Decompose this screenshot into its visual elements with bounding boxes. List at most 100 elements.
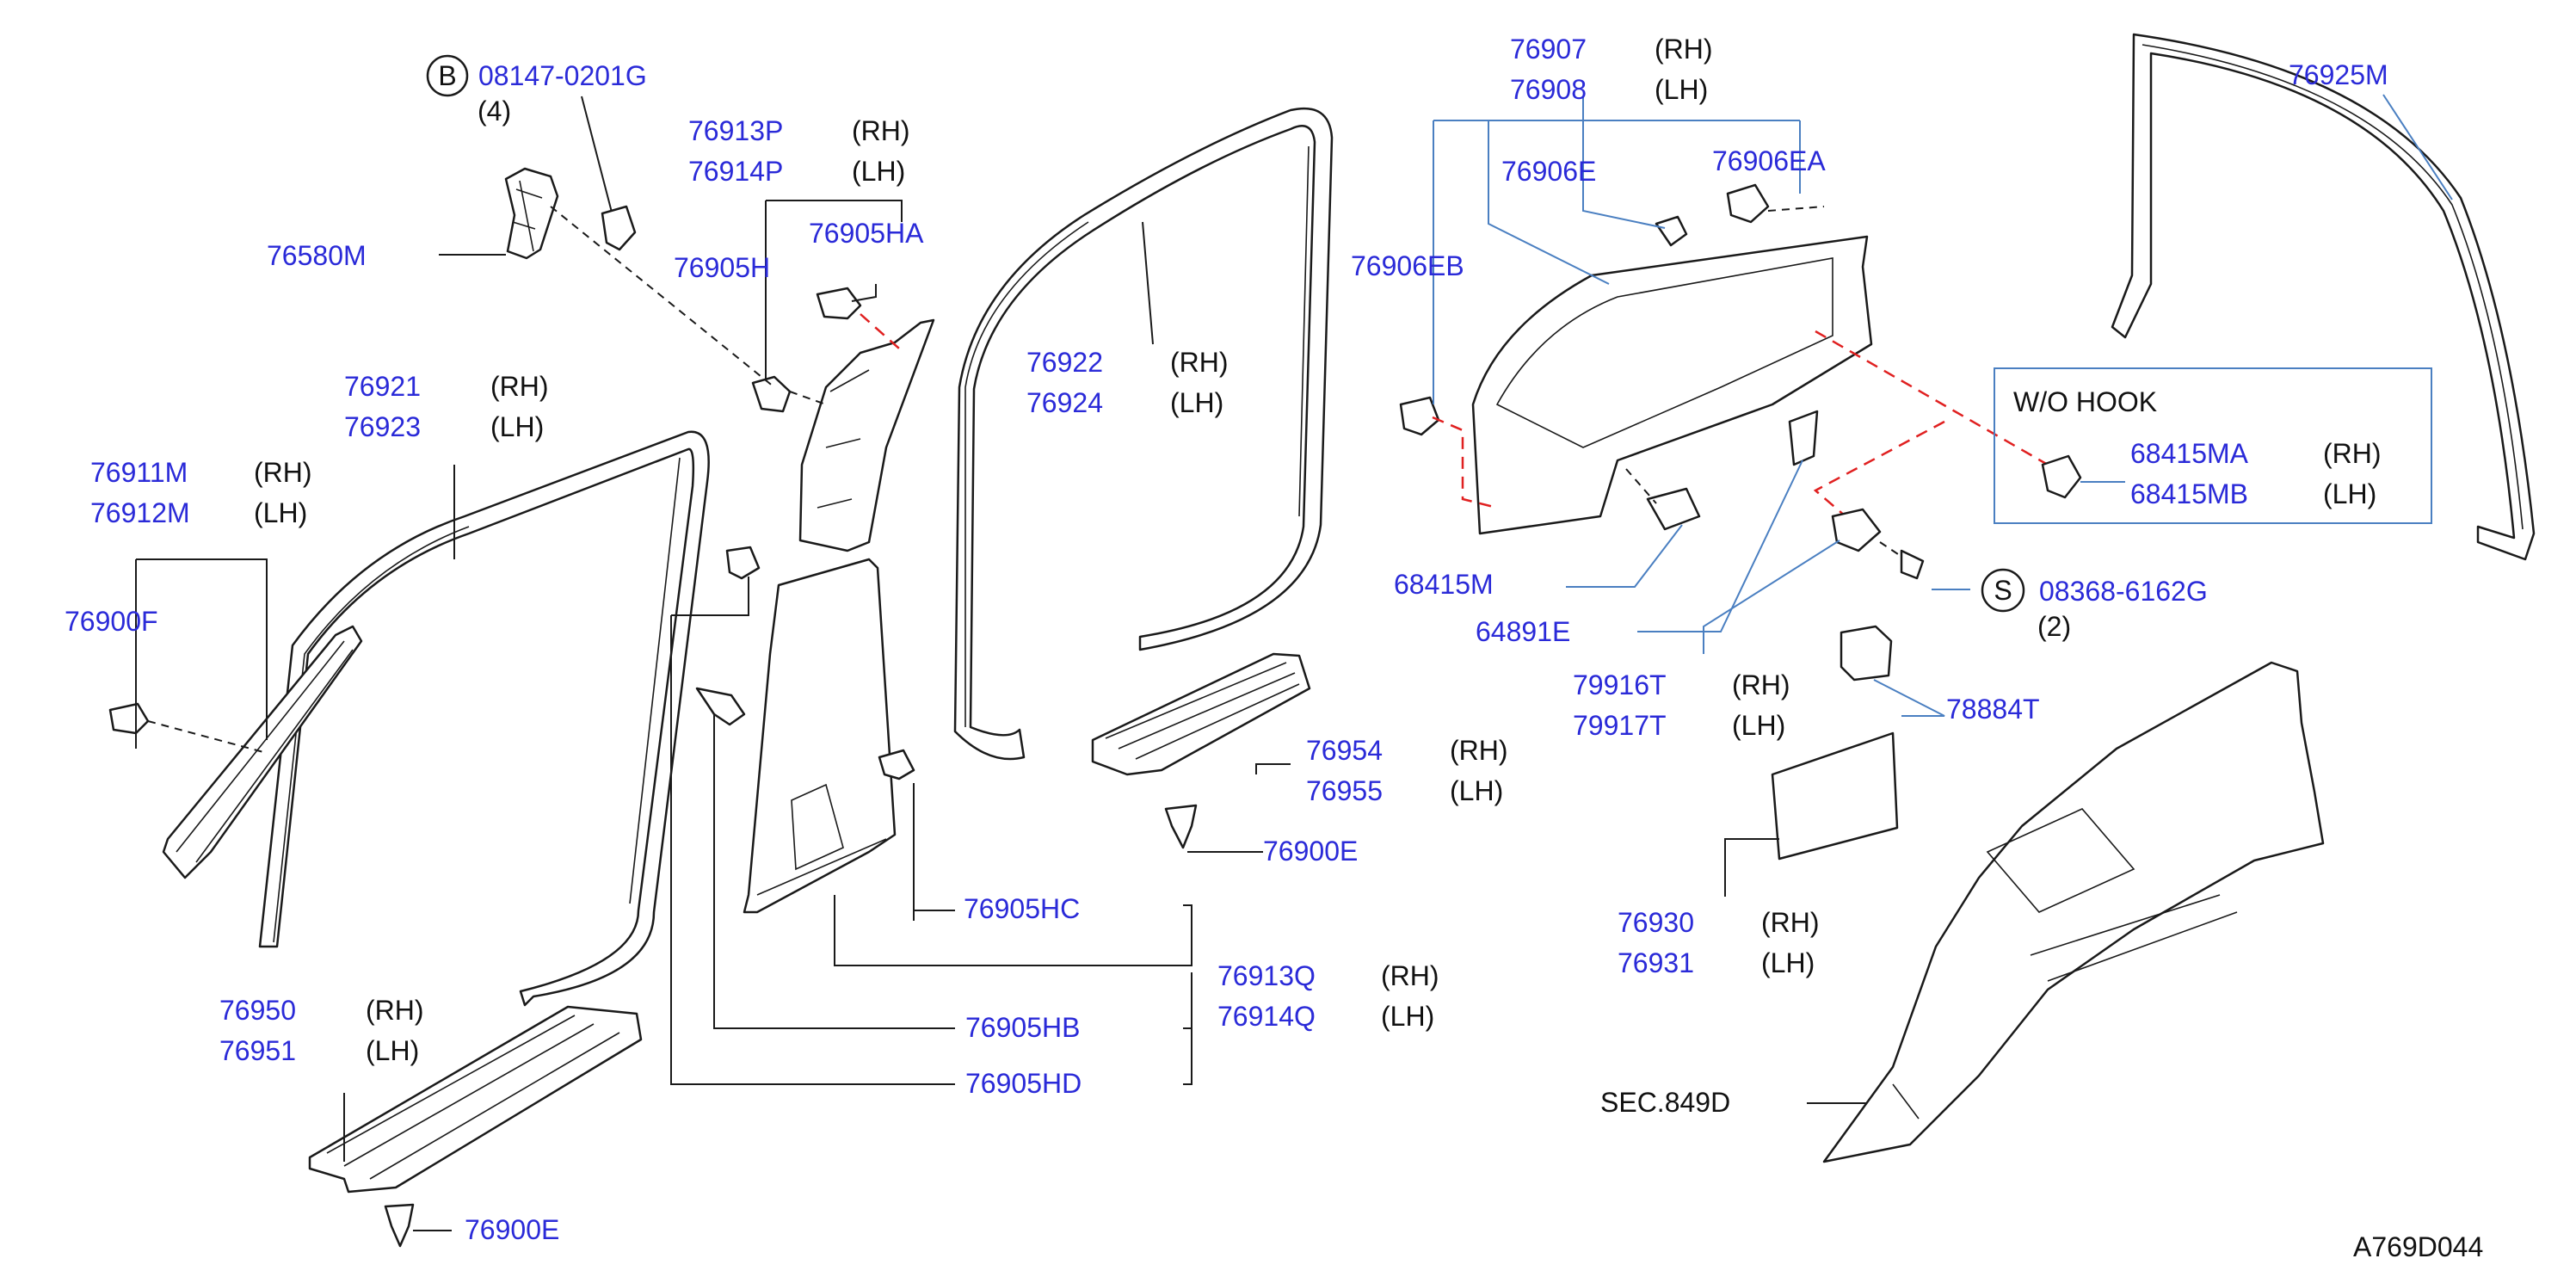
part-number-76954[interactable]: 76954 (1306, 735, 1383, 766)
side-76955: (LH) (1450, 775, 1503, 806)
part-number-76925M[interactable]: 76925M (2289, 59, 2388, 90)
part-number-76580M[interactable]: 76580M (267, 240, 367, 271)
part-labels: 76580M 76913P (RH) 76914P (LH) 76905HA 7… (65, 34, 2483, 1262)
option-box-frame (1994, 367, 2432, 524)
side-76922: (RH) (1170, 347, 1229, 378)
part-68415MA-hook-cap (2041, 454, 2082, 499)
option-box-title: W/O HOOK (2013, 386, 2157, 417)
part-number-76950[interactable]: 76950 (219, 995, 296, 1026)
part-number-76907[interactable]: 76907 (1510, 34, 1587, 65)
part-78884T-cap (1840, 625, 1893, 682)
part-number-76900F[interactable]: 76900F (65, 606, 158, 637)
part-number-78884T[interactable]: 78884T (1946, 694, 2040, 725)
part-number-76905H[interactable]: 76905H (674, 252, 770, 283)
part-number-08147-0201G[interactable]: 08147-0201G (478, 60, 647, 91)
part-number-68415M[interactable]: 68415M (1394, 569, 1494, 600)
side-79916T: (RH) (1732, 669, 1790, 700)
side-76908: (LH) (1655, 74, 1708, 105)
clip-76905HB-drawing (695, 687, 746, 726)
part-number-64891E[interactable]: 64891E (1476, 616, 1570, 647)
side-76907: (RH) (1655, 34, 1713, 65)
clip-76905HC-drawing (878, 749, 915, 780)
symbol-s: S (1994, 575, 2012, 606)
part-number-76924[interactable]: 76924 (1026, 387, 1103, 418)
callout-bolt-b: B 08147-0201G (4) (426, 54, 647, 126)
bolt-08147-0201G-drawing (581, 96, 637, 251)
side-68415MA: (RH) (2323, 438, 2382, 469)
side-76912M: (LH) (254, 497, 307, 528)
part-76921-weatherstrip (258, 430, 710, 1007)
clip-76905H-drawing (550, 206, 827, 413)
side-68415MB: (LH) (2323, 478, 2376, 509)
side-76914P: (LH) (852, 156, 905, 187)
side-76924: (LH) (1170, 387, 1223, 418)
side-76911M: (RH) (254, 457, 312, 488)
part-sec849D-lower-trim (1822, 661, 2325, 1163)
part-number-76913P[interactable]: 76913P (688, 115, 783, 146)
part-number-76905HD[interactable]: 76905HD (965, 1068, 1082, 1099)
part-number-76921[interactable]: 76921 (344, 371, 421, 402)
qty-08147: (4) (478, 96, 511, 126)
part-number-68415MA[interactable]: 68415MA (2130, 438, 2249, 469)
part-76580M-bracket (504, 167, 559, 260)
part-64891E-drawing (1788, 410, 1819, 466)
part-number-76900E-right[interactable]: 76900E (1263, 836, 1358, 867)
part-number-79916T[interactable]: 79916T (1573, 669, 1667, 700)
part-76913P-upper-trim (798, 318, 935, 552)
part-76925M-weatherstrip (2111, 33, 2536, 561)
callout-screw-s: S 08368-6162G (2) (1981, 568, 2208, 642)
part-number-76906EB[interactable]: 76906EB (1351, 250, 1464, 281)
section-reference[interactable]: SEC.849D (1600, 1087, 1730, 1118)
side-76913P: (RH) (852, 115, 910, 146)
part-number-76955[interactable]: 76955 (1306, 775, 1383, 806)
part-number-76905HC[interactable]: 76905HC (964, 893, 1080, 924)
side-76923: (LH) (490, 411, 544, 442)
part-number-76914Q[interactable]: 76914Q (1217, 1001, 1316, 1032)
part-76922-weatherstrip (953, 107, 1334, 761)
part-number-76922[interactable]: 76922 (1026, 347, 1103, 378)
part-number-76900E-left[interactable]: 76900E (465, 1214, 559, 1245)
side-76913Q: (RH) (1381, 960, 1439, 991)
clip-76906E-drawing (1655, 215, 1688, 247)
part-number-76914P[interactable]: 76914P (688, 156, 783, 187)
part-76913Q-lower-trim (743, 558, 897, 914)
clip-76906EB-drawing (1399, 396, 1498, 509)
part-number-79917T[interactable]: 79917T (1573, 710, 1667, 741)
part-number-76905HA[interactable]: 76905HA (809, 218, 924, 249)
part-79916T-bracket (1831, 508, 1925, 580)
part-number-76913Q[interactable]: 76913Q (1217, 960, 1316, 991)
side-76954: (RH) (1450, 735, 1508, 766)
leader-lines (135, 94, 2453, 1231)
part-76954-kicking-plate (1091, 652, 1311, 776)
part-number-76906E[interactable]: 76906E (1501, 156, 1596, 187)
clip-76900F-drawing (108, 702, 268, 754)
part-68415M-drawing (1625, 468, 1701, 531)
side-76931: (LH) (1761, 947, 1815, 978)
part-number-76930[interactable]: 76930 (1618, 907, 1694, 938)
part-number-76951[interactable]: 76951 (219, 1035, 296, 1066)
part-number-76912M[interactable]: 76912M (90, 497, 190, 528)
clip-76900E-right-drawing (1164, 804, 1198, 849)
side-76951: (LH) (366, 1035, 419, 1066)
symbol-b: B (438, 60, 456, 91)
diagram-code: A769D044 (2353, 1231, 2483, 1262)
symbol-b-circle (426, 54, 469, 97)
clip-76900E-left-drawing (384, 1203, 415, 1248)
side-76921: (RH) (490, 371, 549, 402)
part-76907-quarter-trim (1471, 235, 1873, 535)
part-number-76931[interactable]: 76931 (1618, 947, 1694, 978)
part-number-76908[interactable]: 76908 (1510, 74, 1587, 105)
side-76950: (RH) (366, 995, 424, 1026)
part-76950-kicking-plate (308, 1005, 643, 1194)
part-number-68415MB[interactable]: 68415MB (2130, 478, 2248, 509)
part-number-76905HB[interactable]: 76905HB (965, 1012, 1080, 1043)
side-76914Q: (LH) (1381, 1001, 1434, 1032)
part-number-08368-6162G[interactable]: 08368-6162G (2039, 576, 2208, 607)
symbol-s-circle (1981, 568, 2025, 613)
clip-76905HA-drawing (816, 287, 900, 349)
part-number-76923[interactable]: 76923 (344, 411, 421, 442)
part-number-76906EA[interactable]: 76906EA (1712, 145, 1826, 176)
clip-76905HD-drawing (725, 546, 761, 580)
part-number-76911M[interactable]: 76911M (90, 457, 188, 488)
